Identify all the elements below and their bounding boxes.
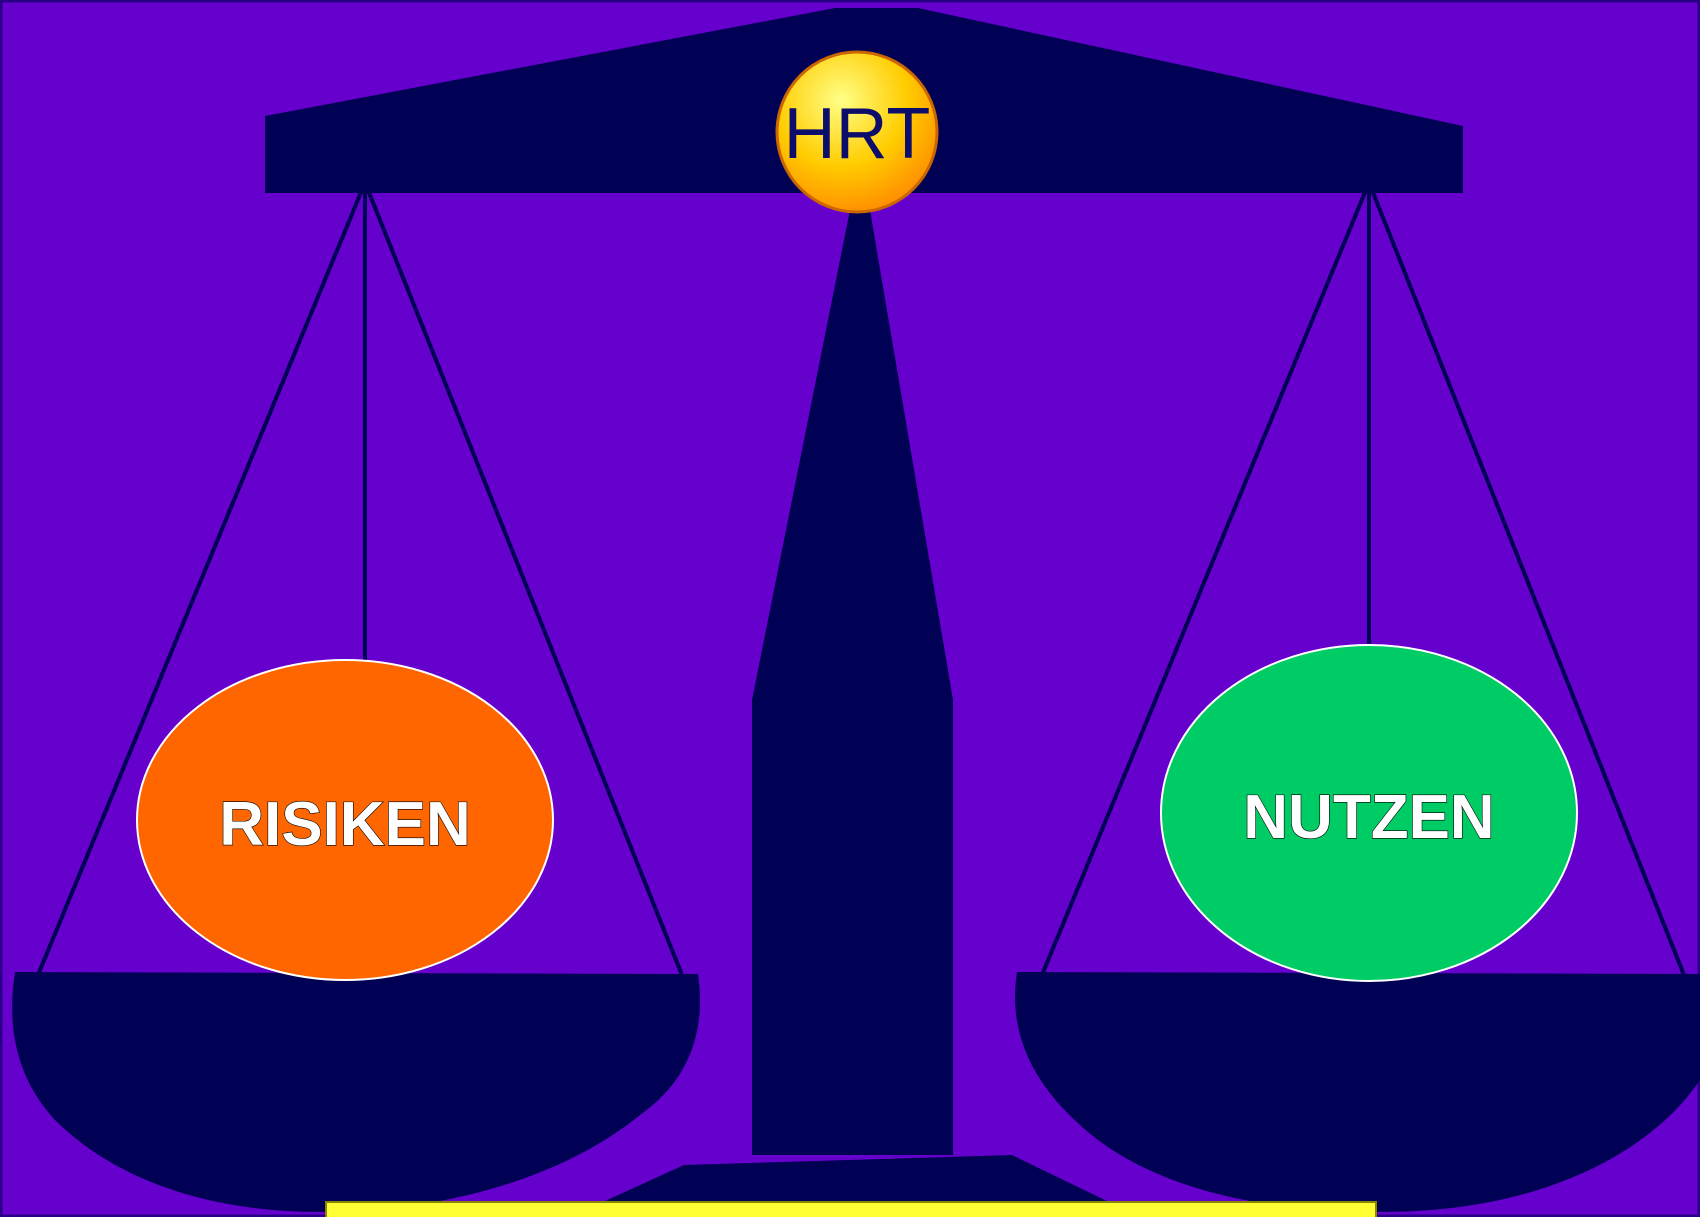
- hrt-fulcrum: HRT: [775, 50, 939, 214]
- hrt-circle: [775, 50, 939, 214]
- hrt-label: HRT: [784, 94, 931, 174]
- scale-column: [752, 210, 953, 1155]
- risiken-weight: RISIKEN: [136, 659, 554, 981]
- bottom-banner: [325, 1201, 1377, 1217]
- nutzen-weight: NUTZEN: [1160, 644, 1578, 982]
- risiken-ellipse: [136, 659, 554, 981]
- risiken-label: RISIKEN: [219, 790, 470, 859]
- left-pan: [12, 972, 700, 1212]
- right-strings: [1040, 189, 1686, 976]
- right-pan: [1015, 972, 1700, 1212]
- nutzen-ellipse: [1160, 644, 1578, 982]
- left-strings: [36, 189, 684, 976]
- nutzen-label: NUTZEN: [1243, 783, 1494, 852]
